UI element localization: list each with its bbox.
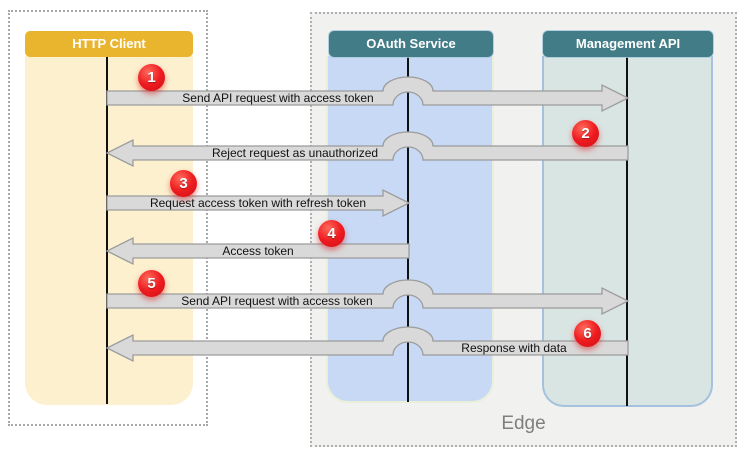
message-label: Response with data [461,341,567,355]
message-arrow-2: Reject request as unauthorized [105,131,629,168]
lifeline-oauth-service [407,56,409,402]
step-badge-3: 3 [170,170,197,197]
message-label: Reject request as unauthorized [212,146,378,160]
message-arrow-1: Send API request with access token [106,76,630,113]
lifeline-http-client [106,56,108,404]
arrow-shape [106,76,630,113]
message-arrow-3: Request access token with refresh token [106,188,411,218]
actor-header-management-api: Management API [543,31,713,57]
message-label: Send API request with access token [181,294,372,308]
message-label: Access token [222,244,293,258]
message-label: Request access token with refresh token [150,196,366,210]
step-badge-4: 4 [318,220,345,247]
message-arrow-5: Send API request with access token [106,279,630,316]
arrow-shape [105,326,629,363]
message-arrow-4: Access token [105,236,410,266]
lifeline-management-api [626,56,628,406]
actor-header-http-client: HTTP Client [25,31,193,57]
actor-header-oauth-service: OAuth Service [329,31,493,57]
step-badge-1: 1 [138,64,165,91]
step-badge-6: 6 [574,320,601,347]
message-arrow-6: Response with data [105,326,629,363]
arrow-shape [105,131,629,168]
step-badge-2: 2 [572,120,599,147]
message-label: Send API request with access token [182,91,373,105]
step-badge-5: 5 [138,270,165,297]
arrow-shape [106,279,630,316]
edge-label: Edge [501,413,546,434]
